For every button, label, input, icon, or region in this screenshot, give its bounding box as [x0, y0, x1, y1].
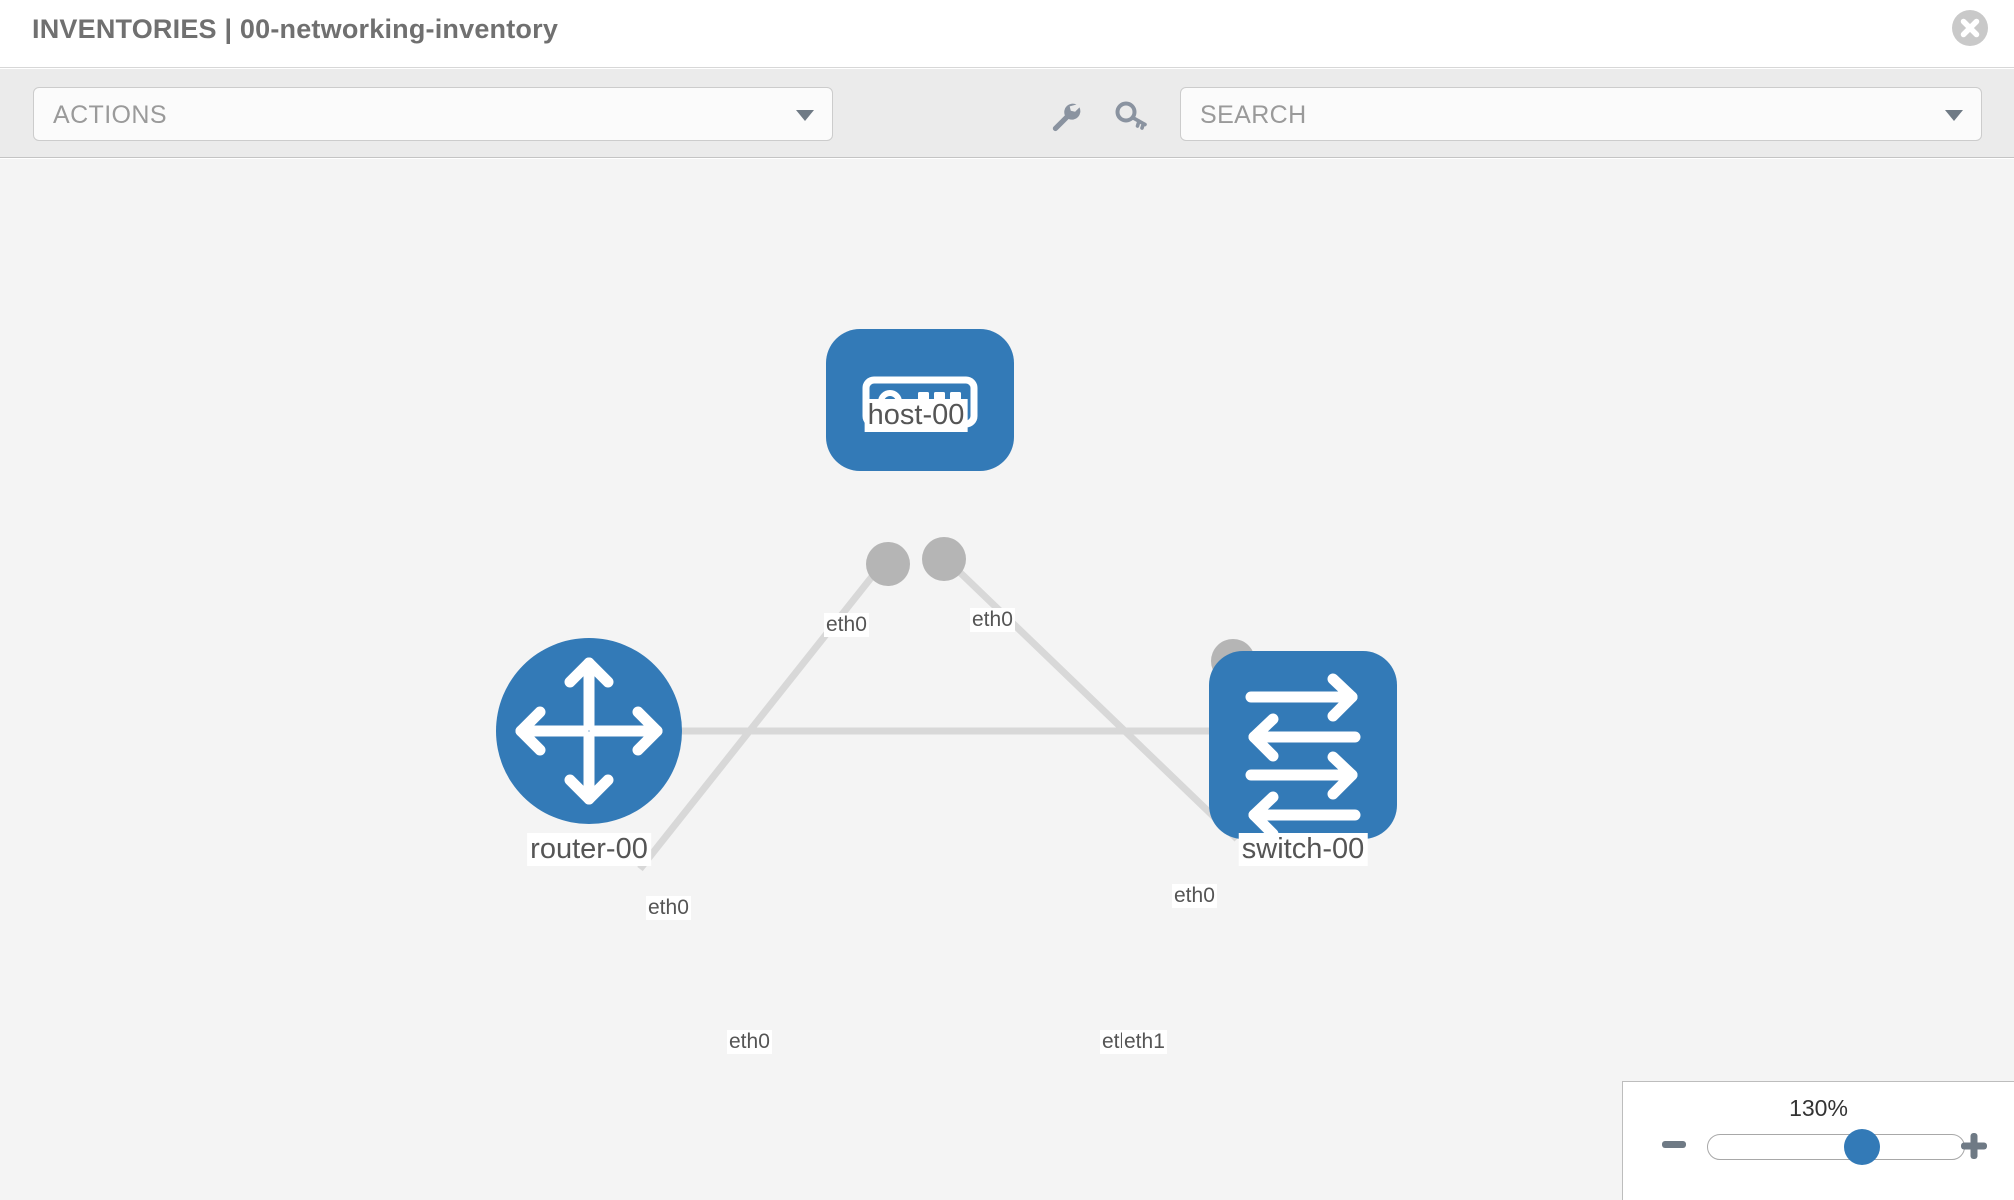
zoom-level-value: 130% [1789, 1095, 1848, 1121]
page-title: INVENTORIES | 00-networking-inventory [32, 14, 559, 44]
node-label-switch-00: switch-00 [1238, 833, 1368, 866]
node-label-host-00: host-00 [864, 399, 968, 432]
search-input[interactable]: SEARCH [1180, 87, 1982, 141]
zoom-slider-thumb[interactable] [1843, 1129, 1880, 1165]
page-header: INVENTORIES | 00-networking-inventory [0, 0, 2014, 68]
router-arrows-icon [515, 657, 663, 805]
actions-dropdown-label: ACTIONS [53, 101, 167, 129]
search-placeholder: SEARCH [1200, 101, 1307, 129]
wrench-icon[interactable] [1046, 97, 1084, 135]
node-switch-00 [1209, 651, 1397, 840]
link-host00-router00 [637, 556, 889, 872]
node-router-00 [496, 638, 682, 824]
link-host00-switch00 [943, 556, 1240, 842]
topology-canvas[interactable]: host-00 router-00 switch-00 eth0 eth0 et… [0, 159, 2014, 1200]
node-label-router-00: router-00 [527, 833, 651, 866]
chevron-down-icon[interactable] [1945, 110, 1963, 121]
topology-ports [635, 537, 1255, 753]
zoom-slider-track[interactable] [1707, 1129, 1965, 1165]
actions-dropdown[interactable]: ACTIONS [33, 87, 833, 141]
iface-label-switch00-eth1: eth1 [1122, 1030, 1167, 1054]
chevron-down-icon [796, 110, 814, 121]
toolbar: ACTIONS SEARCH [0, 69, 2014, 158]
minus-icon[interactable] [1659, 1130, 1689, 1165]
key-icon[interactable] [1112, 97, 1150, 135]
plus-icon[interactable] [1958, 1130, 1990, 1167]
iface-label-host00-right: eth0 [970, 608, 1015, 632]
port-host00-eth0-left [866, 542, 910, 586]
iface-label-router00-eth0: eth0 [727, 1030, 772, 1054]
switch-arrows-icon [1245, 673, 1361, 840]
port-host00-eth0-right [922, 537, 966, 581]
topology-graph [496, 329, 1397, 872]
zoom-control-panel: 130% [1622, 1081, 2014, 1200]
iface-label-router00-uplink: eth0 [646, 896, 691, 920]
topology-links [637, 556, 1240, 872]
iface-label-host00-left: eth0 [824, 613, 869, 637]
iface-label-switch00-uplink: eth0 [1172, 884, 1217, 908]
close-icon[interactable] [1952, 10, 1988, 46]
